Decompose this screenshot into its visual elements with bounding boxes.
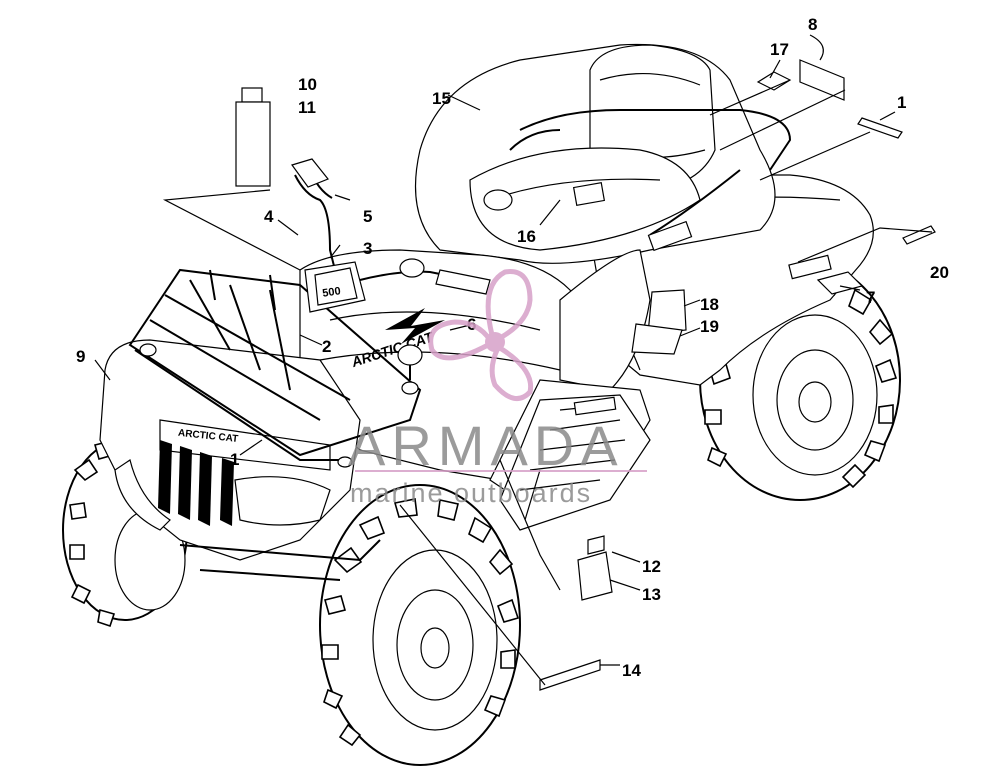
- callout-16: 16: [517, 227, 536, 246]
- decal-20: [902, 225, 936, 245]
- decal-18: [647, 289, 687, 335]
- callout-7: 7: [866, 288, 875, 307]
- decal-10: [241, 87, 263, 103]
- handlebar: 500: [291, 158, 491, 380]
- watermark: ARMADA marine outboards: [348, 269, 647, 508]
- callout-1-front: 1: [230, 450, 239, 469]
- watermark-divider: [355, 470, 647, 472]
- callout-3: 3: [363, 239, 372, 258]
- watermark-propeller-logo: [428, 269, 534, 402]
- callout-13: 13: [642, 585, 661, 604]
- decal-11: [235, 101, 271, 187]
- decal-12: [587, 535, 605, 555]
- callout-15: 15: [432, 89, 451, 108]
- callout-10: 10: [298, 75, 317, 94]
- callout-20: 20: [930, 263, 949, 282]
- callout-8: 8: [808, 15, 817, 34]
- callout-14: 14: [622, 661, 641, 680]
- callout-19: 19: [700, 317, 719, 336]
- front-right-wheel: [319, 484, 521, 766]
- watermark-tagline: marine outboards: [350, 478, 592, 508]
- rear-rack: [509, 109, 792, 252]
- callout-4: 4: [264, 207, 274, 226]
- front-fascia: ARCTIC CAT: [99, 339, 381, 581]
- decal-1-rear: [857, 117, 903, 139]
- front-rack: [128, 268, 422, 468]
- console-badge-text: 500: [322, 285, 342, 299]
- callout-2: 2: [322, 337, 331, 356]
- callout-17: 17: [770, 40, 789, 59]
- watermark-brand: ARMADA: [348, 414, 624, 477]
- callout-5: 5: [363, 207, 372, 226]
- callout-11: 11: [298, 98, 316, 117]
- footwell: [499, 394, 651, 531]
- callout-9: 9: [76, 347, 85, 366]
- decal-19: [631, 323, 683, 355]
- grille: [158, 440, 234, 526]
- callout-12: 12: [642, 557, 661, 576]
- decal-13: [577, 551, 613, 601]
- callout-numbers: 8 17 1 10 11 15 4 5 3 16 20 7 18 19 6 2 …: [76, 15, 949, 680]
- hood-lightning-graphic: [385, 308, 445, 344]
- decals: [235, 59, 936, 691]
- decal-14: [539, 659, 601, 691]
- seat: [414, 43, 776, 264]
- callout-1: 1: [897, 93, 906, 112]
- leader-lines: [94, 34, 933, 686]
- callout-18: 18: [700, 295, 719, 314]
- decal-8: [799, 59, 845, 101]
